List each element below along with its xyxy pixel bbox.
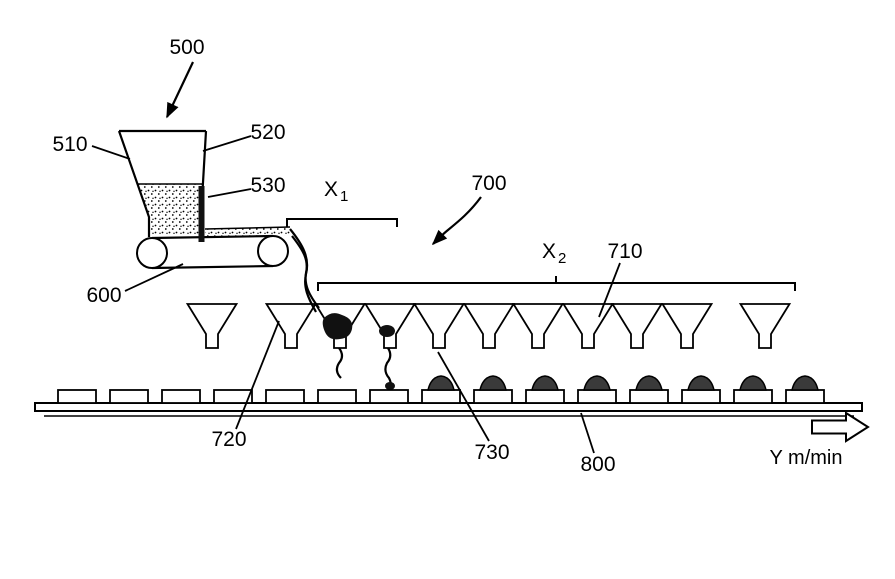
- arrow-700: [431, 196, 482, 246]
- leader-730: [437, 351, 490, 442]
- mound-row: [427, 375, 819, 391]
- label-710: 710: [607, 240, 642, 263]
- label-500: 500: [169, 36, 204, 59]
- label-510: 510: [52, 133, 87, 156]
- powder-layer-top: [204, 226, 291, 230]
- deposited-mound: [635, 375, 663, 391]
- leader-520: [202, 135, 252, 152]
- powder-in-funnel: [322, 313, 353, 340]
- leader-530: [207, 188, 252, 198]
- belt-band: [34, 402, 863, 412]
- distribution-funnel: [561, 303, 615, 349]
- label-x1-subscript: 1: [340, 188, 348, 205]
- belt-speed: Y m/min: [770, 411, 870, 469]
- substrate-tray: [525, 389, 565, 404]
- gate-blade: [198, 186, 205, 242]
- substrate-tray: [265, 389, 305, 404]
- deposited-mound: [583, 375, 611, 391]
- label-700: 700: [471, 172, 506, 195]
- leader-720: [235, 320, 280, 430]
- feed-conveyor: [136, 234, 289, 270]
- deposited-mound: [531, 375, 559, 391]
- label-belt-speed: Y m/min: [770, 447, 843, 469]
- tray-row: [57, 389, 825, 404]
- substrate-tray: [629, 389, 669, 404]
- leader-710: [598, 262, 621, 318]
- direction-arrow-icon: [811, 411, 870, 443]
- distribution-funnel: [185, 303, 239, 349]
- left-roller: [136, 237, 168, 269]
- label-x2-subscript: 2: [558, 250, 566, 267]
- right-roller: [257, 235, 289, 267]
- falling-stream-right: [291, 235, 320, 309]
- deposited-mound: [479, 375, 507, 391]
- substrate-tray: [57, 389, 97, 404]
- drip-blob: [385, 382, 395, 390]
- substrate-tray: [109, 389, 149, 404]
- substrate-tray: [421, 389, 461, 404]
- label-520: 520: [250, 121, 285, 144]
- arrow-500: [166, 61, 194, 119]
- leader-510: [91, 145, 131, 160]
- deposited-mound: [739, 375, 767, 391]
- label-730: 730: [474, 441, 509, 464]
- distribution-funnel: [660, 303, 714, 349]
- distribution-funnel: [610, 303, 664, 349]
- x2-bracket: [317, 282, 796, 291]
- drip-stream-2: [384, 347, 392, 389]
- substrate-tray: [681, 389, 721, 404]
- leader-lines: [91, 61, 621, 454]
- substrate-tray: [577, 389, 617, 404]
- powder-in-funnel-2: [379, 325, 395, 337]
- distribution-funnel: [412, 303, 466, 349]
- substrate-tray: [785, 389, 825, 404]
- label-720: 720: [211, 428, 246, 451]
- substrate-tray: [733, 389, 773, 404]
- distribution-funnel: [511, 303, 565, 349]
- feed-belt-bottom: [151, 264, 274, 270]
- dimension-x2: X 2: [317, 240, 796, 291]
- leader-800: [580, 412, 595, 454]
- label-800: 800: [580, 453, 615, 476]
- label-x1: X: [324, 178, 338, 201]
- substrate-tray: [369, 389, 409, 404]
- substrate-tray: [161, 389, 201, 404]
- x1-bracket: [286, 218, 398, 227]
- feed-belt-top: [151, 234, 274, 240]
- powder-streams: [289, 228, 395, 390]
- hopper-assembly: [117, 129, 291, 242]
- reference-numerals: 500 510 520 530 600 700 710 720 730 800: [52, 36, 642, 476]
- label-x2: X: [542, 240, 556, 263]
- distribution-funnel: [462, 303, 516, 349]
- powder-fill: [138, 184, 203, 235]
- label-600: 600: [86, 284, 121, 307]
- substrate-tray: [317, 389, 357, 404]
- drip-stream-1: [335, 347, 344, 379]
- main-conveyor: [34, 402, 863, 417]
- distribution-funnel: [738, 303, 792, 349]
- deposited-mound: [687, 375, 715, 391]
- dimension-x1: X 1: [286, 178, 398, 227]
- leader-600: [124, 263, 184, 292]
- distribution-funnel: [264, 303, 318, 349]
- substrate-tray: [473, 389, 513, 404]
- label-530: 530: [250, 174, 285, 197]
- deposited-mound: [427, 375, 455, 391]
- substrate-tray: [213, 389, 253, 404]
- deposited-mound: [791, 375, 819, 391]
